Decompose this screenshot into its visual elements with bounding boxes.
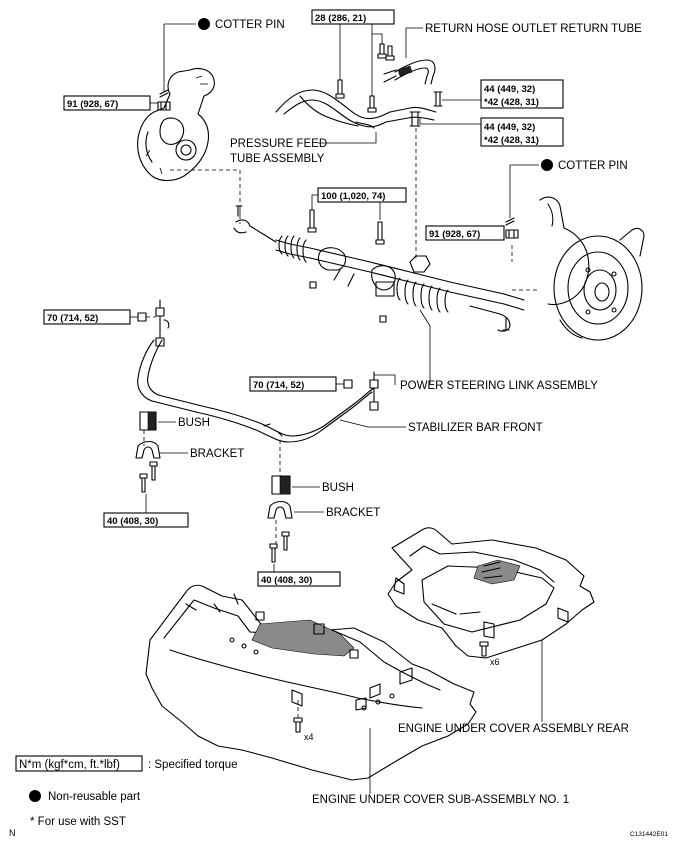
non-reusable-bullet-icon xyxy=(29,790,41,802)
svg-text:*42 (428, 31): *42 (428, 31) xyxy=(484,97,539,108)
stabilizer-link-left xyxy=(137,299,170,347)
svg-text:x4: x4 xyxy=(304,732,314,742)
bracket-lower xyxy=(267,500,293,519)
bush-upper-label-group: BUSH xyxy=(158,417,210,429)
svg-text:91 (928, 67): 91 (928, 67) xyxy=(429,229,480,240)
svg-text:BUSH: BUSH xyxy=(178,417,210,429)
legend-non-reusable: Non-reusable part xyxy=(29,790,141,803)
svg-text:N*m (kgf*cm, ft.*lbf): N*m (kgf*cm, ft.*lbf) xyxy=(19,759,120,771)
svg-text:BRACKET: BRACKET xyxy=(190,448,244,460)
svg-text:40 (408, 30): 40 (408, 30) xyxy=(107,516,158,527)
svg-text:RETURN HOSE OUTLET RETURN TUBE: RETURN HOSE OUTLET RETURN TUBE xyxy=(425,23,642,35)
torque-40-left: 40 (408, 30) xyxy=(103,494,189,528)
castle-nut-right xyxy=(505,229,519,239)
svg-text:91 (928, 67): 91 (928, 67) xyxy=(67,99,118,110)
bracket-upper xyxy=(135,440,161,459)
torque-70-right: 70 (714, 52) xyxy=(249,376,344,392)
svg-text:70 (714, 52): 70 (714, 52) xyxy=(253,380,304,391)
tie-rod-end-right xyxy=(469,305,511,332)
rack-bolts xyxy=(307,209,387,323)
torque-91-left: 91 (928, 67) xyxy=(63,95,158,111)
cover-rear-label-group: ENGINE UNDER COVER ASSEMBLY REAR xyxy=(398,640,629,735)
return-hose xyxy=(383,59,436,85)
stabilizer-link-right xyxy=(343,371,379,411)
pressure-feed-label-group: PRESSURE FEED TUBE ASSEMBLY xyxy=(230,132,377,165)
svg-text:BUSH: BUSH xyxy=(322,482,354,494)
torque-40-right: 40 (408, 30) xyxy=(257,564,341,587)
non-reusable-bullet-icon xyxy=(541,159,553,171)
svg-text:: Specified torque: : Specified torque xyxy=(148,759,238,771)
cotter-pin-left-label: COTTER PIN xyxy=(215,19,285,31)
cover-rear-bolts-qty: x6 xyxy=(479,641,500,667)
castle-nut-left xyxy=(157,101,171,111)
cotter-pin-left-callout: COTTER PIN xyxy=(163,18,285,92)
bush-lower-label-group: BUSH xyxy=(292,482,354,494)
cotter-pin-right-label: COTTER PIN xyxy=(558,160,628,172)
svg-text:44 (449, 32): 44 (449, 32) xyxy=(484,122,535,133)
steering-knuckle-right xyxy=(539,196,590,306)
svg-text:* For use with SST: * For use with SST xyxy=(30,816,126,828)
svg-text:40 (408, 30): 40 (408, 30) xyxy=(261,575,312,586)
svg-text:28 (286, 21): 28 (286, 21) xyxy=(315,13,366,24)
svg-text:Non-reusable part: Non-reusable part xyxy=(48,791,141,803)
brake-disc-right xyxy=(553,227,645,341)
torque-100: 100 (1,020, 74) xyxy=(311,187,407,220)
bracket-lower-label-group: BRACKET xyxy=(294,507,380,519)
orientation-marker: N xyxy=(9,828,16,838)
bush-lower xyxy=(271,475,291,495)
pressure-feed-tube xyxy=(275,89,443,129)
cotter-pin-right-callout: COTTER PIN xyxy=(509,159,628,218)
bracket-upper-bolts xyxy=(139,461,158,493)
svg-text:BRACKET: BRACKET xyxy=(326,507,380,519)
svg-text:TUBE ASSEMBLY: TUBE ASSEMBLY xyxy=(230,153,325,165)
bracket-upper-label-group: BRACKET xyxy=(160,448,244,460)
svg-text:STABILIZER BAR FRONT: STABILIZER BAR FRONT xyxy=(408,422,543,434)
svg-text:POWER STEERING LINK ASSEMBLY: POWER STEERING LINK ASSEMBLY xyxy=(400,380,598,392)
bracket-lower-bolts xyxy=(269,531,290,563)
torque-44-a: 44 (449, 32) *42 (428, 31) xyxy=(442,79,564,109)
stabilizer-bar xyxy=(137,339,375,443)
cotter-pin-right xyxy=(505,217,515,226)
svg-text:70 (714, 52): 70 (714, 52) xyxy=(47,313,98,324)
torque-28: 28 (286, 21) xyxy=(311,9,395,96)
stabilizer-bar-label-group: STABILIZER BAR FRONT xyxy=(339,419,543,434)
union-bolts xyxy=(335,43,395,113)
svg-text:100 (1,020, 74): 100 (1,020, 74) xyxy=(321,191,385,202)
cover-no1-label-group: ENGINE UNDER COVER SUB-ASSEMBLY NO. 1 xyxy=(312,728,569,806)
figure-id: C131442E01 xyxy=(630,831,668,838)
torque-91-right: 91 (928, 67) xyxy=(425,225,505,241)
engine-under-cover-no1 xyxy=(145,584,477,781)
svg-text:x6: x6 xyxy=(490,657,500,667)
cover-no1-bolts-qty: x4 xyxy=(293,717,314,742)
bush-upper xyxy=(139,411,157,431)
svg-text:ENGINE UNDER COVER ASSEMBLY R: ENGINE UNDER COVER ASSEMBLY REAR xyxy=(398,723,629,735)
steering-knuckle-left xyxy=(137,67,215,182)
svg-text:PRESSURE FEED: PRESSURE FEED xyxy=(230,138,327,150)
return-hose-label-group: RETURN HOSE OUTLET RETURN TUBE xyxy=(405,23,642,58)
legend-specified-torque: N*m (kgf*cm, ft.*lbf) : Specified torque xyxy=(15,755,238,772)
non-reusable-bullet-icon xyxy=(198,18,210,30)
svg-text:*42 (428, 31): *42 (428, 31) xyxy=(484,135,539,146)
cotter-pin-left xyxy=(159,89,169,98)
svg-text:44 (449, 32): 44 (449, 32) xyxy=(484,84,535,95)
legend-sst: * For use with SST xyxy=(30,816,126,828)
svg-text:ENGINE UNDER COVER SUB-ASSEMBL: ENGINE UNDER COVER SUB-ASSEMBLY NO. 1 xyxy=(312,794,569,806)
engine-under-cover-rear xyxy=(387,527,595,659)
power-steering-link-label-group: POWER STEERING LINK ASSEMBLY xyxy=(400,380,598,392)
torque-44-b: 44 (449, 32) *42 (428, 31) xyxy=(419,117,564,147)
rack-housing xyxy=(275,235,525,313)
tie-rod-end-left xyxy=(233,205,277,243)
torque-70-left: 70 (714, 52) xyxy=(43,309,138,325)
